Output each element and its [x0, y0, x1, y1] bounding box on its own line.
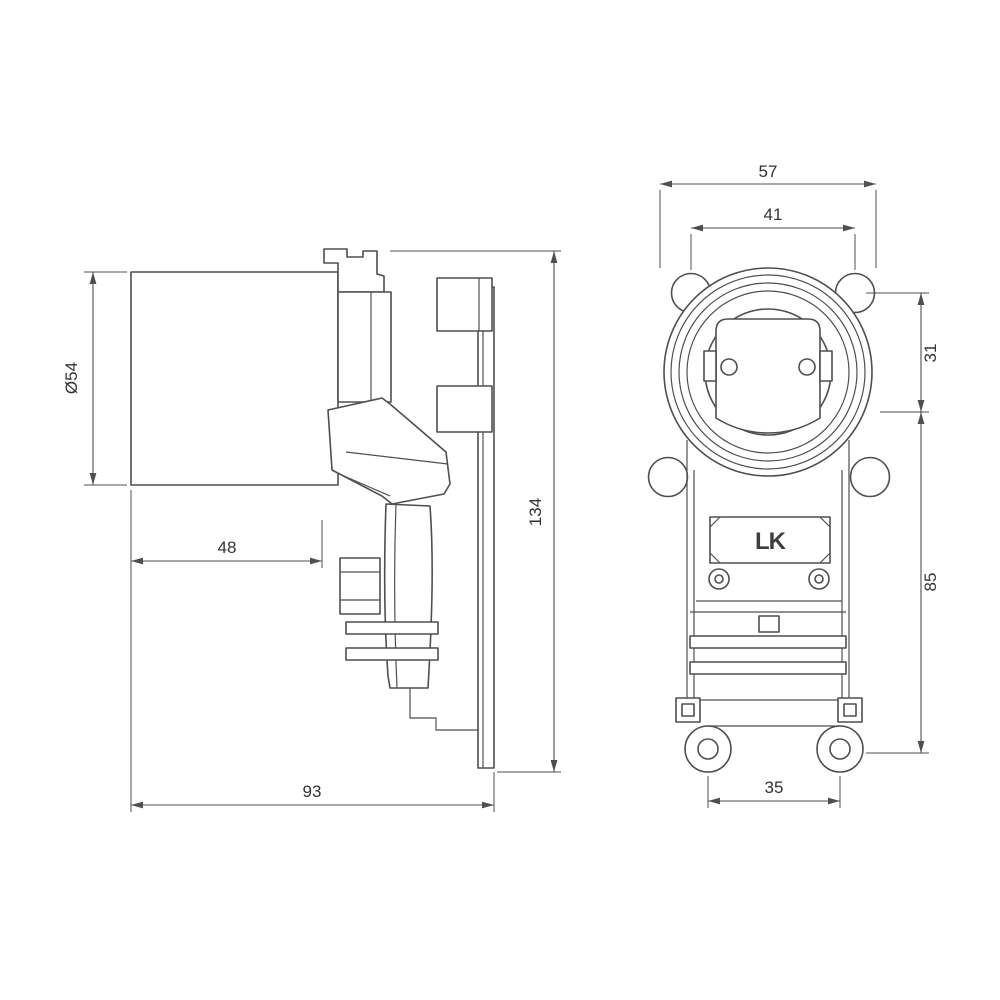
foot-right-inner — [829, 738, 851, 760]
dim-label-diameter: Ø54 — [62, 362, 81, 394]
foot-bracket-left-hole — [681, 703, 695, 717]
side-block-lines — [340, 571, 380, 601]
cartridge-screw-left — [720, 358, 738, 376]
ext-line — [690, 234, 856, 270]
slat-lower — [689, 661, 847, 675]
bottom-bracket — [409, 688, 478, 731]
dim-label-upper: 31 — [921, 344, 940, 363]
body-rails — [686, 440, 850, 700]
body-neck — [337, 291, 392, 403]
body-ring-2 — [678, 282, 858, 462]
dim-label-top-holes: 41 — [764, 205, 783, 224]
ear-mid-left — [647, 456, 689, 498]
body-ring-3 — [686, 290, 850, 454]
lower-stem — [383, 503, 433, 689]
middle-block — [436, 385, 493, 433]
body-screw-left-inner — [714, 574, 724, 584]
lever-band-lines — [343, 451, 449, 497]
fin-lower — [345, 647, 439, 661]
foot-bracket-right-hole — [843, 703, 857, 717]
dimension-top-holes: 41 — [690, 205, 856, 270]
lower-stem-line — [394, 503, 398, 689]
dim-label-height: 134 — [526, 498, 545, 526]
front-view: LK 57 41 — [647, 162, 940, 808]
dim-label-feet: 35 — [765, 778, 784, 797]
ext-line — [659, 190, 877, 268]
dimension-lower: 85 — [866, 412, 940, 754]
dim-label-lower: 85 — [921, 573, 940, 592]
ear-mid-right — [849, 456, 891, 498]
dimension-diameter: Ø54 — [62, 271, 127, 486]
dimension-height: 134 — [390, 250, 561, 773]
dimension-upper: 31 — [866, 292, 940, 413]
cartridge-screw-right — [798, 358, 816, 376]
side-block — [339, 557, 381, 615]
upper-block — [436, 277, 493, 332]
ext-line — [84, 271, 127, 486]
dimension-width: 57 — [659, 162, 877, 268]
ext-line — [866, 292, 929, 413]
brand-logo: LK — [755, 528, 787, 555]
ext-line — [390, 250, 561, 773]
cartridge-clip-right — [819, 350, 833, 382]
fin-upper — [345, 621, 439, 635]
back-plate — [477, 286, 495, 769]
lever-body — [327, 397, 451, 505]
body-ring-1 — [670, 274, 866, 470]
center-notch — [758, 615, 780, 633]
dimension-feet: 35 — [707, 776, 841, 808]
dimension-depth: 93 — [131, 772, 495, 812]
cartridge-bracket — [715, 318, 821, 434]
dimension-offset: 48 — [131, 520, 323, 568]
dim-label-offset: 48 — [218, 538, 237, 557]
logo-plate — [709, 516, 831, 564]
dim-label-width: 57 — [759, 162, 778, 181]
body-cross-line — [690, 600, 846, 613]
spout-cylinder — [130, 271, 339, 486]
side-view: Ø54 48 93 134 — [62, 248, 561, 812]
logo-plate-corners — [709, 516, 831, 564]
body-screw-right-inner — [814, 574, 824, 584]
dim-label-depth: 93 — [303, 782, 322, 801]
cartridge-clip-left — [703, 350, 717, 382]
foot-left-inner — [697, 738, 719, 760]
slat-upper — [689, 635, 847, 649]
